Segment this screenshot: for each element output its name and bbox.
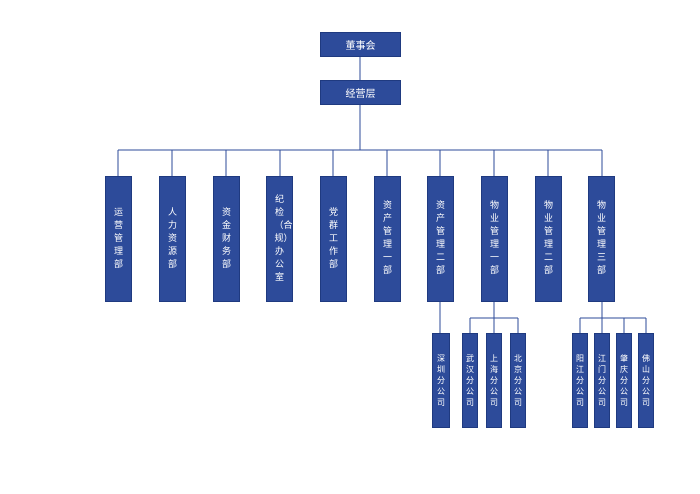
department-label: 资产管理一部 [382,201,392,276]
board-node: 董事会 [320,32,401,57]
branch-node: 北京分公司 [510,333,526,428]
management-label: 经营层 [345,89,376,100]
department-node: 资产管理一部 [374,176,401,302]
branch-node: 江门分公司 [594,333,610,428]
department-node: 资产管理二部 [427,176,454,302]
department-node: 人力资源部 [159,176,186,302]
department-label: 人力资源部 [167,207,177,270]
department-label: 物业管理二部 [543,201,553,276]
department-label: 物业管理一部 [489,201,499,276]
branch-node: 肇庆分公司 [616,333,632,428]
department-node: 纪检（合规）办公室 [266,176,293,302]
branch-node: 深圳分公司 [432,333,450,428]
branch-node: 武汉分公司 [462,333,478,428]
department-node: 运营管理部 [105,176,132,302]
branch-label: 肇庆分公司 [620,354,628,407]
branch-node: 阳江分公司 [572,333,588,428]
department-label: 资产管理二部 [435,201,445,276]
department-node: 资金财务部 [213,176,240,302]
department-node: 党群工作部 [320,176,347,302]
branch-node: 佛山分公司 [638,333,654,428]
branch-label: 北京分公司 [514,354,522,407]
board-label: 董事会 [345,41,376,52]
management-node: 经营层 [320,80,401,105]
department-label: 运营管理部 [113,207,123,270]
branch-label: 江门分公司 [598,354,606,407]
department-label: 资金财务部 [221,207,231,270]
department-label: 纪检（合规）办公室 [274,194,293,283]
branch-node: 上海分公司 [486,333,502,428]
branch-label: 深圳分公司 [437,354,445,407]
department-node: 物业管理一部 [481,176,508,302]
branch-label: 武汉分公司 [466,354,474,407]
branch-label: 佛山分公司 [642,354,650,407]
department-label: 物业管理三部 [596,201,606,276]
department-node: 物业管理二部 [535,176,562,302]
branch-label: 上海分公司 [490,354,498,407]
branch-label: 阳江分公司 [576,354,584,407]
department-label: 党群工作部 [328,207,338,270]
department-node: 物业管理三部 [588,176,615,302]
